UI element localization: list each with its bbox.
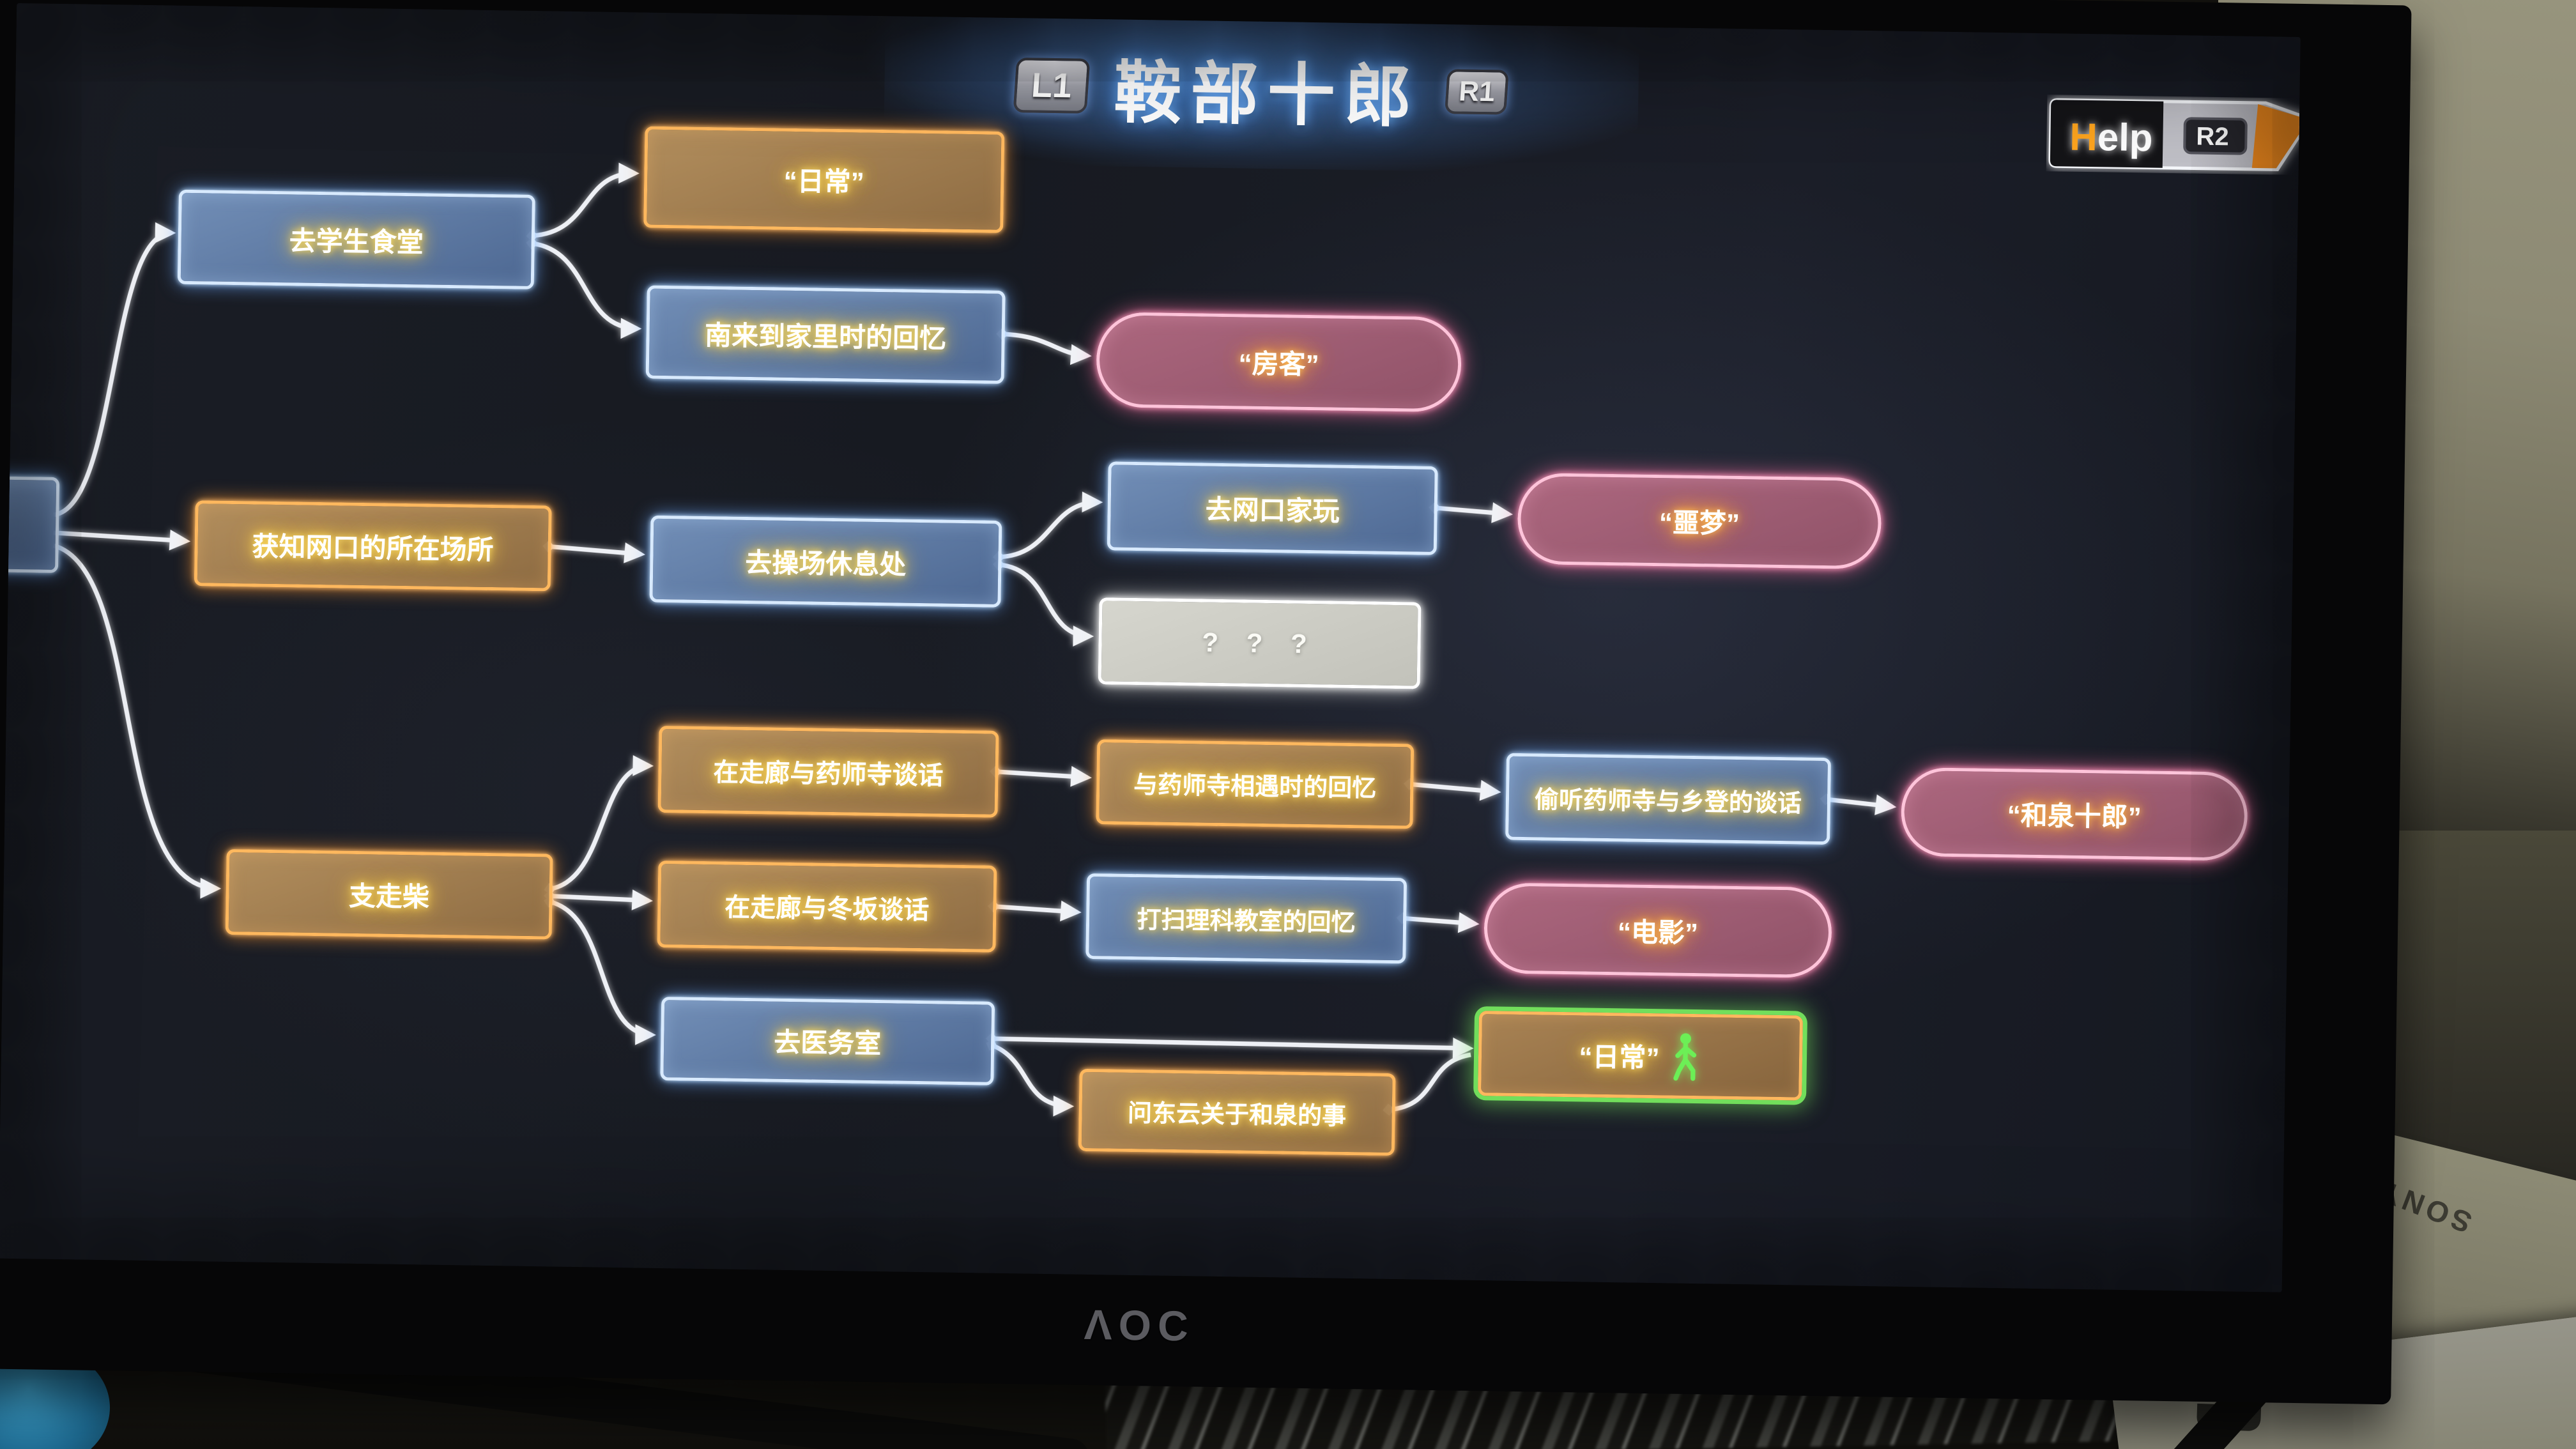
flow-node-daily-current[interactable]: “日常” — [1478, 1011, 1804, 1101]
help-button[interactable]: Help R2 — [2046, 95, 2301, 178]
edge-fuyusaka-science — [987, 900, 1082, 922]
monitor: L1 鞍部十郎 R1 Help R2 — [0, 0, 2412, 1404]
edge-infirmary-daily — [985, 1032, 1474, 1059]
flow-node-eavesdrop[interactable]: 偷听药师寺与乡登的谈话 — [1505, 753, 1832, 845]
flow-node-yakushiji-talk[interactable]: 在走廊与药师寺谈话 — [657, 725, 999, 818]
flow-node-yakushiji-memory[interactable]: 与药师寺相遇时的回忆 — [1096, 739, 1414, 829]
flow-node-send-away-shiba[interactable]: 支走柴 — [225, 848, 553, 940]
edge-canteen-minami — [526, 237, 642, 339]
node-label: “日常” — [1579, 1041, 1660, 1073]
r2-label: R2 — [2196, 123, 2229, 151]
help-label-rest: elp — [2097, 116, 2153, 159]
title-bar: L1 鞍部十郎 R1 — [896, 34, 1626, 143]
node-label: 问东云关于和泉的事 — [1127, 1100, 1347, 1130]
r1-button-badge[interactable]: R1 — [1445, 69, 1510, 115]
flow-node-movie[interactable]: “电影” — [1483, 882, 1832, 979]
r2-button-badge — [2183, 117, 2248, 155]
edge-yakumem-eavesdrop — [1403, 778, 1501, 801]
flow-node-unknown[interactable]: ? ? ? — [1098, 597, 1422, 689]
edge-start-shiba — [52, 543, 222, 899]
aoc-logo: ΛOC — [1084, 1300, 1195, 1350]
node-label: 在走廊与药师寺谈话 — [713, 758, 944, 790]
current-position-person-icon — [1673, 1032, 1696, 1081]
node-label: 与药师寺相遇时的回忆 — [1133, 771, 1377, 802]
flow-node-minami-memory[interactable]: 南来到家里时的回忆 — [645, 285, 1006, 384]
help-button-dark-section — [2050, 100, 2164, 168]
flow-node-nightmare[interactable]: “噩梦” — [1517, 472, 1882, 570]
node-label: 偷听药师寺与乡登的谈话 — [1534, 786, 1802, 817]
l1-button-badge[interactable]: L1 — [1013, 57, 1091, 114]
edge-yakutalk-yakumem — [990, 765, 1092, 787]
flow-node-lodger[interactable]: “房客” — [1096, 312, 1462, 413]
node-label: “噩梦” — [1659, 507, 1740, 539]
flow-node-netguchi-home[interactable]: 去网口家玩 — [1107, 461, 1438, 555]
edge-start-canteen — [53, 222, 176, 518]
edge-shiba-infirmary — [544, 896, 656, 1045]
node-label: “和泉十郎” — [2007, 800, 2142, 832]
edge-science-movie — [1396, 912, 1480, 933]
node-label: 去操场休息处 — [745, 547, 907, 580]
flow-node-playground-rest[interactable]: 去操场休息处 — [649, 515, 1002, 608]
edge-shiba-yakutalk — [544, 755, 654, 895]
edge-minami-lodger — [996, 328, 1092, 365]
node-label: 去医务室 — [773, 1027, 882, 1059]
node-label: 获知网口的所在场所 — [252, 530, 494, 565]
node-label: 支走柴 — [348, 880, 430, 912]
help-label-accent: H — [2069, 116, 2097, 159]
flow-node-higashikumo-ask[interactable]: 问东云关于和泉的事 — [1078, 1068, 1396, 1156]
node-label: ? ? ? — [1202, 627, 1318, 659]
node-label: “日常” — [783, 165, 865, 197]
flow-node-science-room-memory[interactable]: 打扫理科教室的回忆 — [1085, 873, 1407, 964]
edge-playground-nethome — [993, 491, 1103, 564]
flow-node-netguchi-place[interactable]: 获知网口的所在场所 — [194, 500, 552, 592]
page-title: 鞍部十郎 — [1113, 55, 1422, 135]
flow-node-fuyusaka-talk[interactable]: 在走廊与冬坂谈话 — [657, 860, 997, 953]
flow-node-izumi-juro[interactable]: “和泉十郎” — [1900, 767, 2248, 861]
node-label: 在走廊与冬坂谈话 — [724, 893, 930, 925]
edge-shiba-fuyusaka — [544, 889, 654, 910]
edge-higashikumo-daily — [1383, 1052, 1471, 1116]
flow-node-canteen[interactable]: 去学生食堂 — [177, 189, 535, 289]
game-screen: L1 鞍部十郎 R1 Help R2 — [0, 3, 2301, 1292]
flow-node-daily-top[interactable]: “日常” — [643, 126, 1005, 233]
node-label: 去学生食堂 — [289, 225, 424, 257]
node-label: 打扫理科教室的回忆 — [1137, 906, 1356, 937]
flow-node-start[interactable] — [0, 475, 60, 573]
flow-node-infirmary[interactable]: 去医务室 — [660, 997, 995, 1085]
edge-start-netguchi-place — [53, 530, 191, 551]
help-button-orange-tip — [2251, 103, 2301, 169]
help-label: Help — [2069, 116, 2153, 160]
node-label: “房客” — [1238, 348, 1319, 380]
edge-eavesdrop-izumi — [1820, 793, 1897, 815]
node-label: 去网口家玩 — [1205, 494, 1340, 526]
edge-netplace-playground — [542, 540, 646, 564]
edge-playground-unknown — [992, 558, 1094, 647]
edge-infirmary-higashikumo — [986, 1039, 1075, 1117]
node-label: “电影” — [1617, 916, 1699, 948]
edge-nethome-nightmare — [1429, 502, 1514, 523]
edge-canteen-daily — [526, 162, 640, 242]
node-label: 南来到家里时的回忆 — [704, 319, 947, 354]
